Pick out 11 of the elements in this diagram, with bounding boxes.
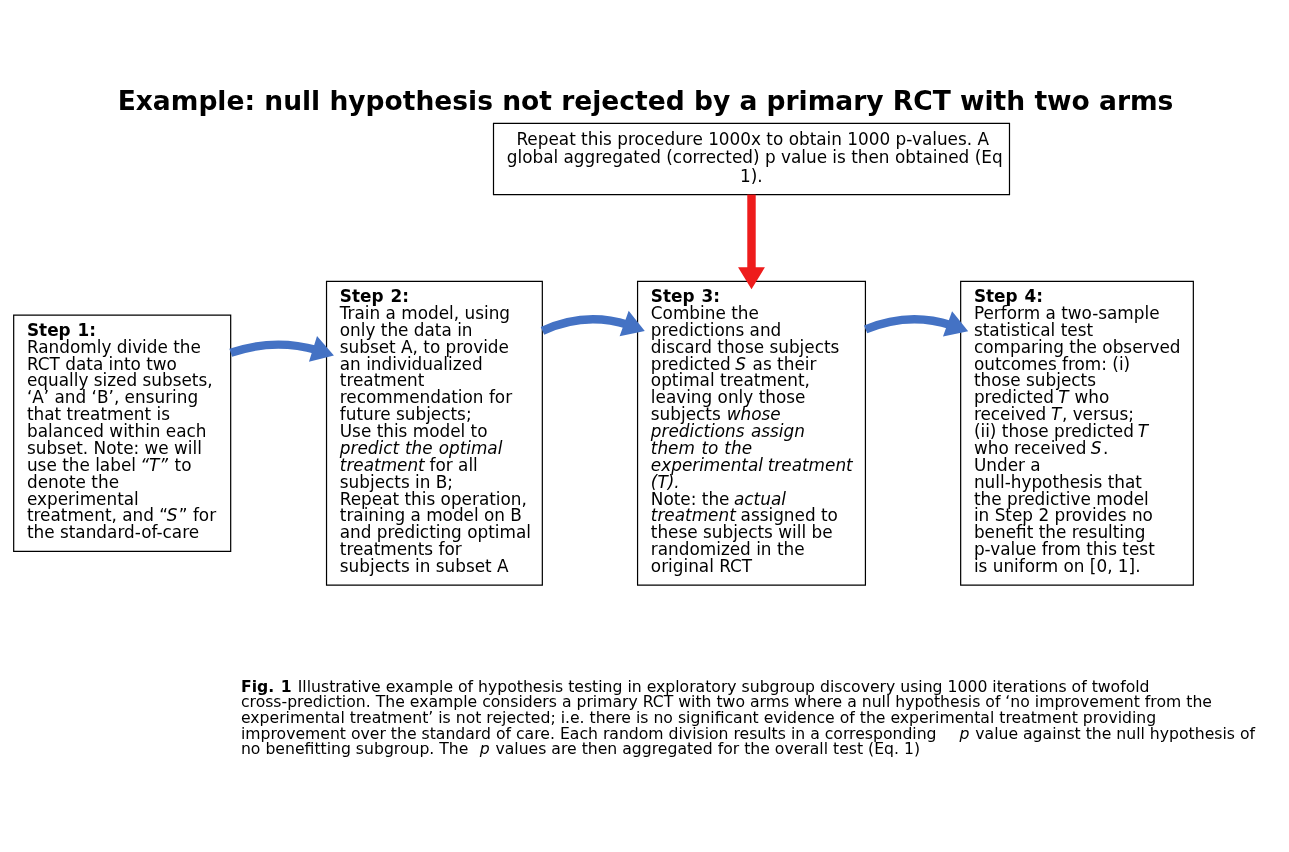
node-box: Step 3: Combine the predictions and discard those subjects predicted S as their optimal treatment, leaving only those subjects whose predictions assign them to the experimental treatment (T). Note: the actual treatment assigned to these subjects will be randomized in the original RCT xyxy=(636,280,867,586)
node-box: Step 1: Randomly divide the RCT data into two equally sized subsets, ‘A’ and ‘B’, ensuring that treatment is balanced within each subset. Note: we will use the label “T” to denote the experimental treatment, and “S” for the standard-of-care xyxy=(13,314,232,552)
arrow xyxy=(229,336,334,362)
node-box: Step 2: Train a model, using only the data in subset A, to provide an individualized treatment recommendation for future subjects; Use this model to predict the optimal treatment for all subjects in B; Repeat this operation, training a model on B and predicting optimal treatments for subjects in subset A xyxy=(325,280,543,586)
node-box: Step 4: Perform a two-sample statistical test comparing the observed outcomes from: (i) those subjects predicted T who received T, versus; (ii) those predicted T who received S. Under a null-hypothesis that the predictive model in Step 2 provides no benefit the resulting p-value from this test is uniform on [0, 1]. xyxy=(960,280,1194,586)
diagram-title: Example: null hypothesis not rejected by a primary RCT with two arms xyxy=(117,84,1174,116)
arrow xyxy=(738,194,765,290)
arrow xyxy=(540,310,645,337)
caption: Fig. 1 Illustrative example of hypothesis testing in exploratory subgroup discovery using 1000 iterations of twofold cross-prediction. The example considers a primary RCT with two arms where a null hypothesis of ‘no improvement from the experimental treatment’ is not rejected; i.e. there is no significant evidence of the experimental treatment providing improvement over the standard of care. Each random division results in a corresponding p value against the null hypothesis of no benefitting subgroup. The p values are then aggregated for the overall test (Eq. 1) xyxy=(240,676,1256,759)
node-box: Repeat this procedure 1000x to obtain 1000 p-values. A global aggregated (corrected) p value is then obtained (Eq 1). xyxy=(492,122,1011,196)
arrow xyxy=(864,311,969,337)
